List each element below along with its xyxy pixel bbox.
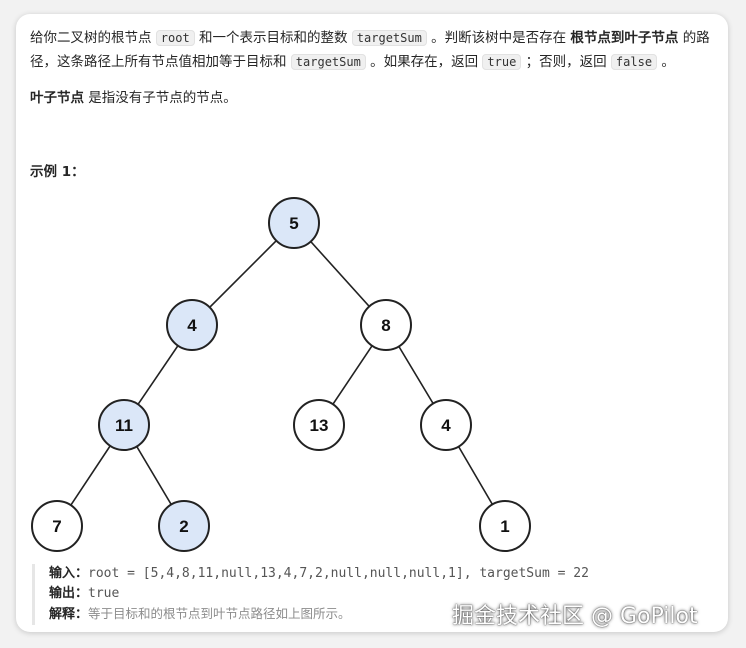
example-io-block: 输入：root = [5,4,8,11,null,13,4,7,2,null,n… (32, 564, 728, 625)
node-label: 5 (289, 214, 298, 233)
node-circle (166, 299, 218, 351)
node-label: 13 (310, 416, 329, 435)
node-label: 2 (179, 517, 188, 536)
node-label: 4 (187, 316, 197, 335)
tree-node: 1 (479, 500, 531, 552)
tree-node: 4 (166, 299, 218, 351)
tree-node: 4 (420, 399, 472, 451)
output-value: true (88, 586, 120, 601)
example-title: 示例 1： (30, 164, 85, 180)
node-circle (293, 399, 345, 451)
node-circle (479, 500, 531, 552)
watermark-text: 掘金技术社区 @ GoPilot (452, 604, 698, 629)
tree-edges (56, 222, 506, 527)
node-circle (268, 197, 320, 249)
tree-node: 8 (360, 299, 412, 351)
node-circle (420, 399, 472, 451)
leaf-definition: 叶子节点 是指没有子节点的节点。 (30, 90, 237, 106)
node-circle (31, 500, 83, 552)
output-label: 输出： (49, 586, 89, 601)
code-root: root (155, 30, 195, 46)
problem-description: 给你二叉树的根节点 root 和一个表示目标和的整数 targetSum 。判断… (30, 30, 710, 70)
bold-root-to-leaf: 根节点到叶子节点 (570, 30, 679, 46)
explain-line: 解释：等于目标和的根节点到叶节点路径如上图所示。 (49, 604, 728, 625)
input-value: root = [5,4,8,11,null,13,4,7,2,null,null… (88, 566, 589, 581)
code-false: false (610, 54, 658, 70)
tree-node: 7 (31, 500, 83, 552)
explain-label: 解释： (49, 607, 89, 622)
code-targetsum-2: targetSum (290, 54, 366, 70)
node-circle (158, 500, 210, 552)
input-label: 输入： (49, 566, 89, 581)
node-label: 7 (52, 517, 61, 536)
node-label: 11 (115, 416, 133, 435)
node-circle (360, 299, 412, 351)
node-label: 8 (381, 316, 390, 335)
code-true: true (482, 54, 522, 70)
leaf-bold: 叶子节点 (30, 90, 84, 106)
tree-node: 11 (98, 399, 150, 451)
explain-value: 等于目标和的根节点到叶节点路径如上图所示。 (88, 606, 351, 621)
tree-node: 5 (268, 197, 320, 249)
binary-tree-diagram: 5 4 8 11 13 4 7 2 (31, 197, 531, 552)
tree-node: 2 (158, 500, 210, 552)
node-label: 1 (500, 517, 509, 536)
tree-node: 13 (293, 399, 345, 451)
node-circle (98, 399, 150, 451)
code-targetsum: targetSum (351, 30, 427, 46)
problem-card: 给你二叉树的根节点 root 和一个表示目标和的整数 targetSum 。判断… (16, 14, 728, 632)
output-line: 输出：true (49, 584, 728, 604)
input-line: 输入：root = [5,4,8,11,null,13,4,7,2,null,n… (49, 564, 728, 584)
node-label: 4 (441, 416, 451, 435)
